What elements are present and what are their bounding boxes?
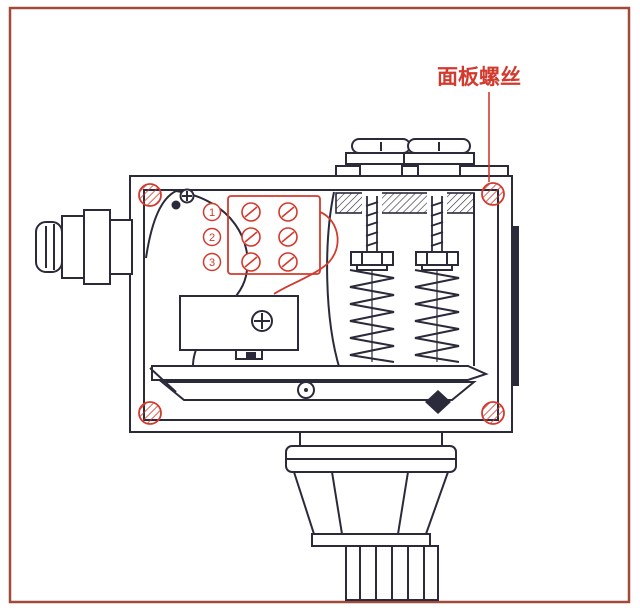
port-thread-stub bbox=[345, 545, 439, 601]
pressure-port bbox=[285, 432, 457, 601]
hex-nut bbox=[415, 251, 459, 271]
housing-corner-curve bbox=[145, 190, 177, 259]
terminal-number-label: 1 bbox=[209, 207, 215, 219]
body-inner-wall bbox=[143, 189, 499, 421]
hex-nut bbox=[350, 251, 394, 271]
mechanism-housing bbox=[145, 188, 475, 371]
frame-border bbox=[8, 6, 631, 604]
spring-seat-hatch bbox=[335, 191, 475, 215]
terminal-screw-icon bbox=[278, 227, 298, 247]
port-step bbox=[311, 533, 431, 547]
terminal-number-3: 3 bbox=[202, 252, 222, 272]
corner-screw-icon bbox=[481, 401, 505, 425]
small-cross-screw-icon bbox=[179, 188, 195, 204]
cross-screw-icon bbox=[251, 310, 273, 332]
terminal-screw-icon bbox=[241, 252, 261, 272]
adjustment-rod bbox=[365, 196, 379, 252]
wire-path bbox=[273, 211, 339, 295]
terminal-number-1: 1 bbox=[202, 202, 222, 222]
corner-screw-icon bbox=[481, 182, 505, 206]
terminal-number-2: 2 bbox=[202, 227, 222, 247]
top-screw-icon bbox=[403, 138, 475, 177]
terminal-block: 1 2 3 bbox=[202, 195, 339, 295]
corner-screw-icon bbox=[138, 401, 162, 425]
pivot-dot bbox=[171, 200, 181, 210]
terminal-screw-icon bbox=[278, 252, 298, 272]
spring-icon bbox=[349, 269, 395, 363]
panel-screw-label: 面板螺丝 bbox=[437, 65, 521, 89]
panel-screw-callout: 面板螺丝 bbox=[437, 65, 521, 182]
terminal-number-label: 2 bbox=[209, 232, 215, 244]
terminal-block-outline bbox=[227, 195, 321, 275]
terminal-screw-icon bbox=[241, 202, 261, 222]
terminal-screw-icon bbox=[278, 202, 298, 222]
port-hex-body bbox=[292, 471, 450, 535]
chamber-wall-curve bbox=[326, 191, 341, 371]
diamond-marker bbox=[425, 390, 451, 414]
cable-gland-icon bbox=[35, 209, 133, 285]
terminal-number-label: 3 bbox=[209, 257, 215, 269]
terminal-screw-icon bbox=[241, 227, 261, 247]
lever-bar bbox=[149, 365, 489, 401]
latch-dot bbox=[246, 352, 256, 359]
corner-screw-icon bbox=[138, 183, 162, 207]
side-ridge bbox=[511, 226, 519, 386]
pivot-hole bbox=[297, 381, 315, 399]
housing-plate bbox=[179, 295, 299, 351]
spring-icon bbox=[414, 269, 460, 363]
adjustment-rod bbox=[430, 196, 444, 252]
